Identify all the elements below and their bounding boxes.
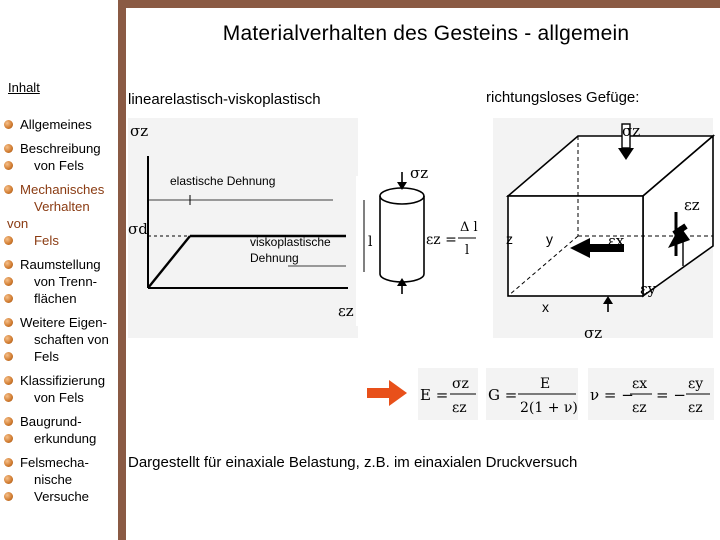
bullet-icon	[4, 393, 13, 402]
sidebar-item-label: von	[7, 216, 29, 231]
sidebar-item-label: von Fels	[4, 389, 118, 406]
bullet-icon	[4, 318, 13, 327]
sidebar-item-label: Fels	[4, 348, 118, 365]
sidebar-item-label: Klassifizierung	[20, 373, 106, 388]
sidebar-item-mechanisches-verhalten[interactable]: Mechanisches Verhalten von Fels	[0, 181, 118, 249]
sidebar-nav: Allgemeines Beschreibung von Fels Mechan…	[0, 116, 118, 512]
svg-text:εz: εz	[632, 400, 647, 416]
svg-text:Δ l: Δ l	[460, 220, 478, 235]
poisson-ratio-formula-text: ν = − εx εz = − εy εz	[590, 376, 710, 416]
cube-specimen	[505, 123, 716, 312]
bullet-icon	[4, 352, 13, 361]
sidebar-item-label: Mechanisches	[20, 182, 105, 197]
sidebar-item-label: Raumstellung	[20, 257, 101, 272]
right-subtitle: richtungsloses Gefüge:	[486, 89, 640, 106]
sidebar-item-label: Baugrund-	[20, 414, 82, 429]
sidebar-item-label: nische	[4, 471, 118, 488]
cylinder-specimen	[363, 172, 425, 294]
bullet-icon	[4, 260, 13, 269]
left-subtitle: linearelastisch-viskoplastisch	[128, 91, 321, 108]
bullet-icon	[4, 120, 13, 129]
svg-text:ν = −: ν = −	[590, 386, 634, 404]
bullet-icon	[4, 236, 13, 245]
sidebar-item-weitere-eigenschaften[interactable]: Weitere Eigen- schaften von Fels	[0, 314, 118, 365]
svg-text:G =: G =	[488, 386, 517, 404]
shear-modulus-formula-text: G = E 2(1 + ν)	[488, 376, 578, 416]
axis-z-label: z	[506, 231, 513, 247]
sidebar-item-label: erkundung	[4, 430, 118, 447]
sidebar-item-raumstellung[interactable]: Raumstellung von Trenn- flächen	[0, 256, 118, 307]
bullet-icon	[4, 144, 13, 153]
svg-text:2(1 + ν): 2(1 + ν)	[520, 400, 578, 416]
bullet-icon	[4, 294, 13, 303]
svg-text:E: E	[540, 376, 550, 392]
sidebar-item-label: von Trenn-	[4, 273, 118, 290]
bullet-icon	[4, 335, 13, 344]
svg-text:= −: = −	[656, 386, 686, 404]
sidebar-item-label: von Fels	[4, 157, 118, 174]
sidebar-item-label: Weitere Eigen-	[20, 315, 107, 330]
bullet-icon	[4, 434, 13, 443]
svg-text:εz =: εz =	[426, 232, 457, 248]
bullet-icon	[4, 417, 13, 426]
elastic-strain-label: elastische Dehnung	[170, 174, 275, 188]
svg-text:εz: εz	[688, 400, 703, 416]
sidebar-item-allgemeines[interactable]: Allgemeines	[0, 116, 118, 133]
bullet-icon	[4, 492, 13, 501]
sidebar-item-label: Felsmecha-	[20, 455, 89, 470]
svg-text:l: l	[465, 243, 469, 258]
formula-panel	[418, 211, 478, 271]
svg-text:εy: εy	[688, 376, 703, 392]
svg-text:εx: εx	[632, 376, 647, 392]
eps-z-cylinder-label: εz	[338, 302, 354, 320]
bullet-icon	[4, 161, 13, 170]
viscoplastic-strain-label-1: viskoplastische	[250, 235, 331, 249]
sigma-z-top-label: σz	[622, 122, 640, 140]
stress-strain-panel	[128, 118, 358, 338]
sidebar-item-beschreibung[interactable]: Beschreibung von Fels	[0, 140, 118, 174]
sidebar-item-label: Beschreibung	[20, 141, 101, 156]
sidebar-item-label: flächen	[4, 290, 118, 307]
sidebar-item-label: Verhalten	[34, 199, 90, 214]
axis-y-label: y	[546, 231, 553, 247]
caption: Dargestellt für einaxiale Belastung, z.B…	[128, 454, 578, 471]
page-title: Materialverhalten des Gesteins - allgeme…	[222, 22, 630, 45]
svg-text:εz: εz	[452, 400, 467, 416]
eps-z-cube-label: εz	[684, 196, 700, 214]
svg-text:E =: E =	[420, 386, 448, 404]
sidebar-item-label: Fels	[4, 232, 118, 249]
sigma-z-bottom-label: σz	[584, 324, 602, 342]
sigma-z-cylinder-label: σz	[410, 164, 428, 182]
sidebar-item-label: schaften von	[4, 331, 118, 348]
bullet-icon	[4, 376, 13, 385]
sidebar-heading[interactable]: Inhalt	[8, 80, 40, 95]
right-arrow-icon	[367, 380, 407, 406]
stress-strain-plot	[147, 156, 348, 289]
sidebar-item-felsmechanische-versuche[interactable]: Felsmecha- nische Versuche	[0, 454, 118, 505]
strain-formula: εz = Δ l l	[426, 220, 478, 258]
sidebar-item-baugrunderkundung[interactable]: Baugrund- erkundung	[0, 413, 118, 447]
bullet-icon	[4, 475, 13, 484]
bullet-icon	[4, 277, 13, 286]
eps-x-label: εx	[608, 232, 625, 250]
bullet-icon	[4, 185, 13, 194]
top-accent-bar	[118, 0, 720, 8]
axis-x-label: x	[542, 299, 549, 315]
material-behavior-diagram: σz σd elastische Dehnung viskoplastische…	[128, 118, 716, 342]
eps-y-label: εy	[640, 280, 657, 298]
sidebar-item-label: Allgemeines	[20, 117, 92, 132]
bullet-icon	[4, 458, 13, 467]
sidebar-item-klassifizierung[interactable]: Klassifizierung von Fels	[0, 372, 118, 406]
sidebar-item-label: Versuche	[4, 488, 118, 505]
sigma-z-axis-label: σz	[130, 122, 148, 140]
left-accent-bar	[118, 0, 126, 540]
svg-text:σz: σz	[452, 376, 469, 392]
length-label: l	[368, 234, 373, 250]
youngs-modulus-formula-text: E = σz εz	[420, 376, 476, 416]
sigma-d-label: σd	[128, 220, 148, 238]
viscoplastic-strain-label-2: Dehnung	[250, 251, 299, 265]
